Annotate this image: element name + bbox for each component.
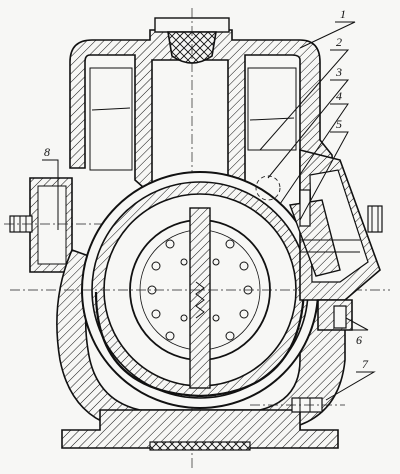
upper-housing: [69, 29, 336, 237]
rotor: [10, 175, 390, 389]
label-4: 4: [336, 89, 342, 103]
valve-assembly: [289, 148, 383, 301]
drain-plug: [317, 299, 353, 331]
label-8: 8: [44, 145, 50, 159]
label-5: 5: [336, 117, 342, 131]
part-labels: 1 2 3 4 5 6 7 8: [44, 7, 369, 371]
label-2: 2: [336, 35, 342, 49]
label-6: 6: [356, 333, 362, 347]
top-cap: [154, 8, 230, 470]
label-1: 1: [340, 7, 346, 21]
leader-lines: [42, 21, 376, 401]
bolt-holes: [147, 239, 253, 341]
label-7: 7: [362, 357, 369, 371]
pump-foot: [61, 397, 345, 451]
label-3: 3: [335, 65, 342, 79]
